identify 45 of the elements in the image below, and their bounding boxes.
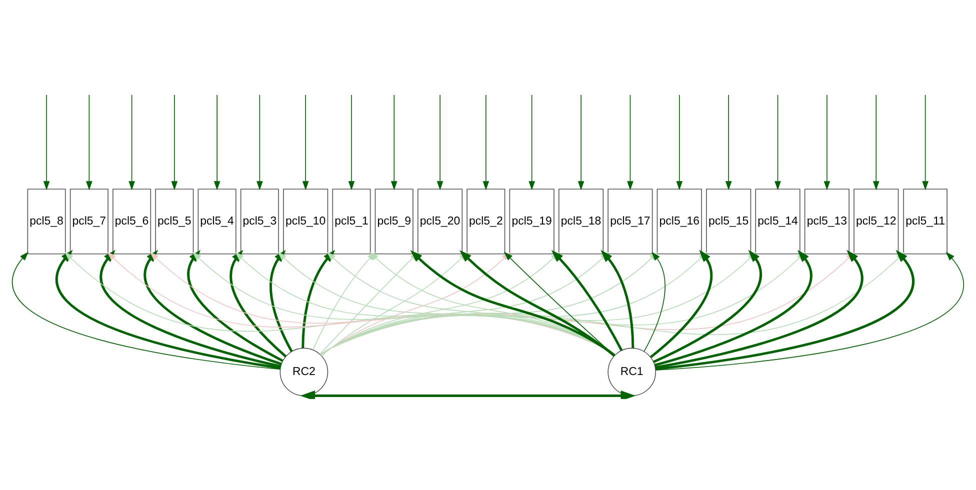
node-box: pcl5_13 — [804, 188, 850, 254]
arrow — [627, 94, 634, 190]
node-box: pcl5_7 — [70, 188, 108, 254]
arrow — [390, 94, 398, 190]
node-box: pcl5_16 — [656, 188, 702, 254]
arrow — [436, 94, 444, 190]
node-box: pcl5_11 — [903, 188, 948, 254]
node-box: pcl5_2 — [466, 188, 506, 254]
arrow — [214, 94, 220, 190]
arrow — [676, 94, 683, 190]
node-box: pcl5_8 — [27, 188, 66, 254]
node-box: pcl5_1 — [332, 188, 371, 254]
node-box: pcl5_3 — [240, 188, 279, 254]
arrow — [725, 94, 732, 190]
arrow — [86, 94, 92, 190]
arrow — [12, 252, 281, 370]
arrow — [171, 94, 178, 190]
arrow — [43, 94, 50, 190]
arrow — [302, 250, 336, 348]
arrow — [872, 94, 880, 190]
arrow — [302, 94, 309, 190]
node-box: pcl5_5 — [155, 188, 194, 254]
arrow — [578, 94, 584, 190]
node-box: pcl5_20 — [417, 188, 463, 254]
arrow — [528, 94, 535, 190]
node-box: pcl5_18 — [558, 188, 604, 254]
node-box: pcl5_12 — [854, 188, 899, 254]
node-box: pcl5_19 — [509, 188, 554, 254]
arrow — [482, 94, 490, 190]
node-box: pcl5_14 — [755, 188, 800, 254]
node-box: pcl5_6 — [112, 188, 152, 254]
arrow — [348, 94, 355, 190]
arrow — [922, 94, 928, 190]
node-box: pcl5_15 — [706, 188, 752, 254]
arrow — [824, 94, 830, 190]
arrow — [256, 94, 263, 190]
node-circle: RC2 — [280, 348, 328, 396]
node-box: pcl5_10 — [283, 188, 328, 254]
node-box: pcl5_9 — [374, 188, 414, 254]
node-circle: RC1 — [608, 348, 656, 396]
arrow — [300, 390, 636, 399]
node-box: pcl5_17 — [608, 188, 653, 254]
arrow — [128, 94, 135, 190]
node-box: pcl5_4 — [198, 188, 236, 254]
arrow — [774, 94, 781, 190]
